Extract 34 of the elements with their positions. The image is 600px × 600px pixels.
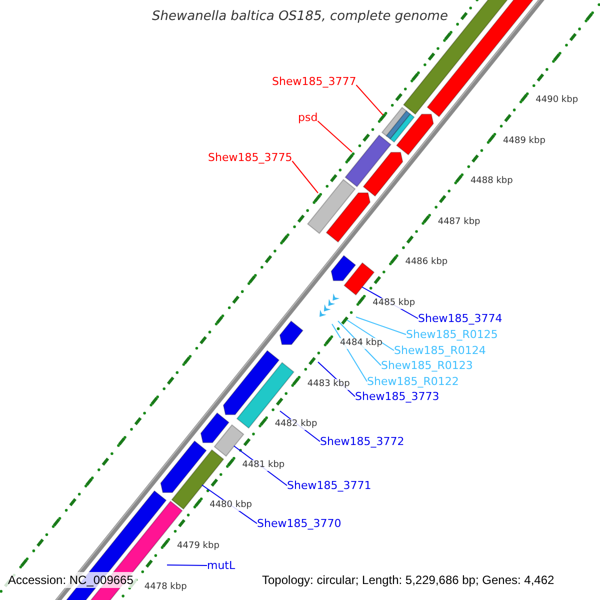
title: Shewanella baltica OS185, complete genome <box>151 9 449 25</box>
gene-label: Shew185_3774 <box>418 312 502 325</box>
leader-line <box>292 160 318 194</box>
gene-label: Shew185_R0123 <box>381 359 473 372</box>
scale-label: 4486 kbp <box>405 257 448 268</box>
scale-label: 4488 kbp <box>470 176 513 188</box>
gene-label: Shew185_R0125 <box>406 328 498 341</box>
leader-line <box>317 120 352 152</box>
gene-label: Shew185_3777 <box>272 75 356 88</box>
leader-line <box>166 564 208 566</box>
scale-label: 4484 kbp <box>340 338 382 350</box>
scale-label: 4489 kbp <box>503 136 546 147</box>
scale-label: 4482 kbp <box>274 419 318 430</box>
scale-label: 4478 kbp <box>144 582 187 592</box>
gene-label: Shew185_R0124 <box>394 344 486 357</box>
gene-label: mutL <box>207 559 236 572</box>
accession-text: Accession: NC_009665 <box>4 572 138 588</box>
scale-label: 4490 kbp <box>536 95 578 106</box>
scale-label: 4483 kbp <box>307 378 350 390</box>
leader-line <box>356 84 384 116</box>
scale-label: 4485 kbp <box>372 298 416 309</box>
leader-line <box>356 316 406 335</box>
gene-label: Shew185_3770 <box>257 517 342 530</box>
gene-label: Shew185_3772 <box>320 435 404 448</box>
scale-label: 4487 kbp <box>438 216 480 228</box>
gene-label: Shew185_3773 <box>355 390 440 403</box>
scale-label: 4481 kbp <box>242 460 285 471</box>
leader-line <box>346 320 394 351</box>
scale-label: 4479 kbp <box>177 540 220 552</box>
gene-label: psd <box>298 111 318 124</box>
scale-label: 4480 kbp <box>210 500 252 512</box>
gene-label: Shew185_3771 <box>287 479 372 492</box>
gene-label: Shew185_R0122 <box>367 375 459 388</box>
gene-label: Shew185_3775 <box>208 151 292 164</box>
